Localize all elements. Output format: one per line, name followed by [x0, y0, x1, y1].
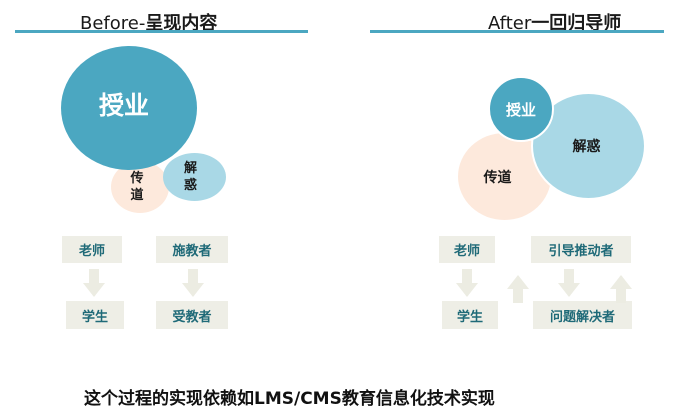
- before-title: Before-呈现内容: [80, 9, 217, 35]
- after-circle-teaching: 授业: [488, 76, 554, 142]
- before-arrow-down-left: [83, 269, 105, 297]
- before-box-receiver-label: 受教者: [172, 309, 212, 325]
- before-circle-teaching: 授业: [61, 46, 197, 170]
- before-arrow-down-right: [182, 269, 204, 297]
- before-box-receiver: 受教者: [156, 301, 228, 329]
- before-circle-passing-dao-label: 传道: [130, 171, 144, 203]
- after-box-student: 学生: [442, 301, 498, 329]
- after-circle-dispelling-label: 解惑: [572, 139, 601, 155]
- before-title-cn: 呈现内容: [145, 13, 218, 34]
- before-circle-passing-dao: 传道: [111, 161, 169, 213]
- after-arrow-up-left: [507, 275, 529, 303]
- before-box-teacher: 老师: [62, 236, 122, 263]
- before-circle-dispelling: 解惑: [163, 153, 226, 201]
- before-circle-teaching-label: 授业: [98, 91, 149, 120]
- before-box-student-label: 学生: [81, 309, 108, 325]
- after-circle-passing-dao-label: 传道: [483, 169, 512, 186]
- before-box-giver-label: 施教者: [172, 244, 212, 259]
- before-title-rule: [15, 30, 308, 33]
- after-arrow-up-right: [610, 275, 632, 303]
- after-title: After一回归导师: [488, 9, 621, 35]
- after-circle-passing-dao: 传道: [458, 133, 551, 220]
- before-box-student: 学生: [66, 301, 124, 329]
- after-box-guide: 引导推动者: [531, 236, 631, 263]
- before-box-giver: 施教者: [156, 236, 228, 263]
- after-box-guide-label: 引导推动者: [548, 244, 614, 259]
- footer-caption: 这个过程的实现依赖如LMS/CMS教育信息化技术实现: [84, 389, 495, 409]
- after-box-problem-solver-label: 问题解决者: [549, 309, 615, 325]
- before-title-latin: Before-: [80, 13, 146, 34]
- after-circle-teaching-label: 授业: [505, 100, 536, 119]
- after-arrow-down-right: [558, 269, 580, 297]
- after-box-problem-solver: 问题解决者: [533, 301, 632, 329]
- after-title-latin: After: [488, 13, 532, 34]
- before-circle-dispelling-label: 解惑: [183, 161, 197, 193]
- after-title-cn: 一回归导师: [531, 13, 622, 34]
- after-box-teacher: 老师: [439, 236, 495, 263]
- after-box-teacher-label: 老师: [453, 244, 480, 259]
- after-title-rule: [370, 30, 664, 33]
- after-box-student-label: 学生: [456, 309, 483, 325]
- before-box-teacher-label: 老师: [78, 244, 105, 259]
- after-arrow-down-left: [456, 269, 478, 297]
